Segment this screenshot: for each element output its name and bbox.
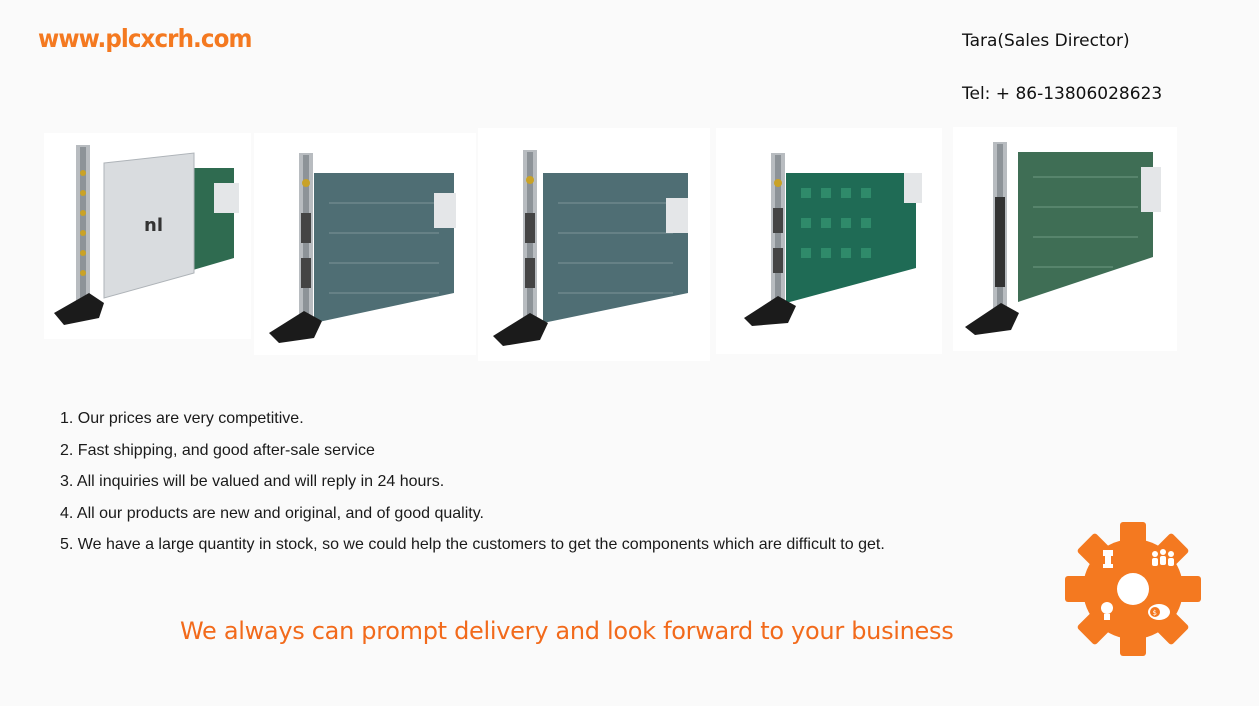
list-item: 4. All our products are new and original… (60, 504, 484, 522)
product-image-4 (716, 128, 942, 354)
list-item: 5. We have a large quantity in stock, so… (60, 536, 885, 553)
lightbulb-icon (1101, 602, 1113, 620)
product-image-5 (953, 127, 1177, 351)
team-icon (1152, 549, 1174, 566)
website-url[interactable]: www.plcxcrh.com (38, 24, 252, 53)
list-item: 3. All inquiries will be valued and will… (60, 473, 445, 490)
svg-text:nl: nl (144, 215, 163, 236)
product-image-2 (254, 133, 476, 355)
svg-text:$: $ (1153, 609, 1157, 617)
contact-name: Tara(Sales Director) (962, 31, 1130, 51)
feature-list: 1. Our prices are very competitive. 2. F… (60, 408, 885, 566)
contact-phone: Tel: + 86-13806028623 (962, 84, 1163, 104)
list-item: 2. Fast shipping, and good after-sale se… (60, 441, 375, 459)
tagline: We always can prompt delivery and look f… (180, 617, 954, 645)
gear-icon: $ (1063, 520, 1203, 658)
list-item: 1. Our prices are very competitive. (60, 410, 304, 427)
chess-piece-icon (1103, 550, 1113, 568)
product-image-3 (478, 128, 710, 361)
product-image-1: nl (44, 133, 251, 339)
money-chat-icon: $ (1148, 604, 1170, 620)
